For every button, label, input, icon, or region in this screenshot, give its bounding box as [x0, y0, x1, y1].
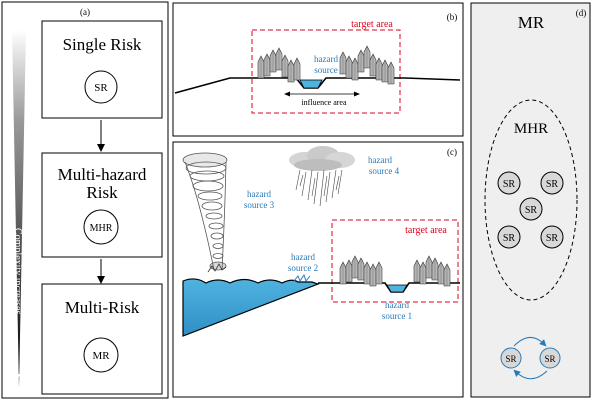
hazard-source-2-2: source 2 [288, 263, 318, 273]
sr-circle [84, 70, 118, 104]
tornado-illustration [182, 152, 228, 273]
panel-a-label: (a) [80, 7, 90, 17]
hazard-source-1-2: source 1 [382, 311, 412, 321]
sr-cluster: SR SR SR SR SR [497, 171, 564, 249]
sr-node-label: SR [546, 233, 559, 244]
storm-cloud-illustration [289, 146, 355, 207]
target-area-label-c: target area [405, 225, 447, 236]
influence-arrow-right [354, 91, 360, 97]
multi-risk-title: Multi-Risk [65, 298, 140, 317]
sr-circle-label: SR [94, 82, 108, 94]
panel-d-label: (d) [576, 8, 587, 18]
hazard-source-4-2: source 4 [369, 166, 400, 176]
cycle-sr-right-label: SR [544, 354, 555, 364]
influence-area-label: influence area [301, 98, 347, 107]
mhr-circle-label: MHR [90, 223, 113, 234]
panel-b-frame [172, 2, 464, 137]
mhr-title: MHR [514, 121, 548, 137]
mhr-ellipse [484, 99, 578, 301]
mr-circle-label: MR [92, 350, 110, 362]
influence-arrow-left [284, 91, 290, 97]
wave-crest [293, 273, 311, 283]
single-risk-title: Single Risk [63, 35, 142, 54]
complexity-wedge [12, 30, 26, 388]
sr-cycle: SR SR [500, 337, 561, 380]
hazard-source-b-2: source [314, 65, 338, 75]
cycle-sr-right [539, 347, 561, 369]
multi-hazard-title-1: Multi-hazard [58, 165, 147, 184]
water-pool-c [386, 284, 408, 293]
target-area-label-b: target area [351, 19, 393, 30]
sea-water [182, 278, 320, 337]
sr-node-label: SR [525, 205, 538, 216]
cycle-arrow-bottom [513, 369, 548, 380]
complexity-arrow-head [14, 374, 20, 382]
hazard-source-4-1: hazard [368, 155, 392, 165]
sr-node [540, 171, 564, 195]
target-area-box-b [251, 29, 401, 114]
panel-b: (b) target area hazard [172, 2, 464, 137]
hazard-source-3-1: hazard [247, 189, 271, 199]
sr-node [540, 225, 564, 249]
hazard-source-3-2: source 3 [244, 200, 275, 210]
sr-node [497, 225, 521, 249]
sr-node-label: SR [503, 233, 516, 244]
multi-hazard-title-2: Risk [86, 183, 118, 202]
panel-b-label: (b) [447, 12, 458, 22]
panel-c: (c) hazard source 3 [172, 141, 464, 398]
cycle-sr-left-label: SR [505, 354, 516, 364]
hazard-source-b-1: hazard [314, 54, 338, 64]
sr-node-label: SR [546, 179, 559, 190]
sr-node [519, 197, 543, 221]
hazard-source-2-1: hazard [291, 252, 315, 262]
mr-title: MR [518, 13, 545, 32]
mhr-circle [83, 209, 119, 245]
sr-node [497, 171, 521, 195]
complexity-text: Complexity increases [12, 228, 23, 314]
sr-node-label: SR [503, 179, 516, 190]
water-pool-b [299, 79, 323, 89]
panel-c-label: (c) [447, 147, 457, 157]
mr-circle [83, 337, 119, 373]
panel-a: (a) Complexity increases Single Risk SR … [1, 1, 169, 399]
panel-d: (d) MR MHR SR SR SR SR SR SR SR [470, 2, 591, 398]
hazard-source-1-1: hazard [385, 300, 409, 310]
cycle-arrow-top [513, 337, 547, 347]
cycle-sr-left [500, 347, 522, 369]
